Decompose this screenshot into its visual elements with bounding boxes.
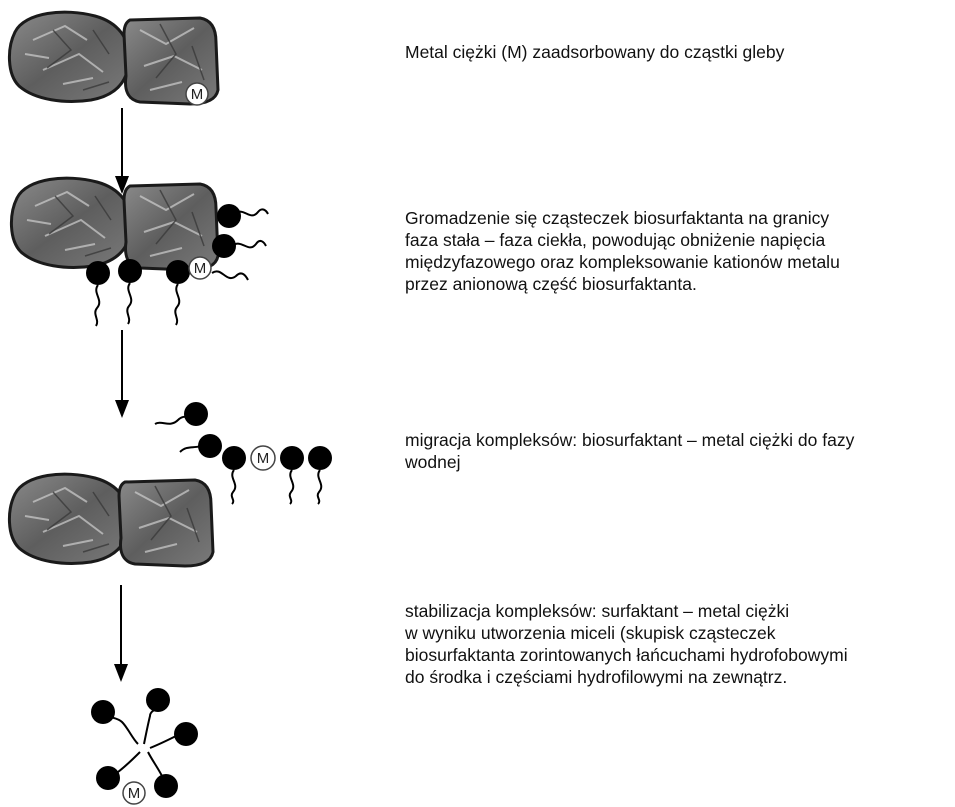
surfactant-head <box>184 402 208 426</box>
metal-label: M <box>257 450 270 467</box>
surfactant-head <box>146 688 170 712</box>
step-text-line: stabilizacja kompleksów: surfaktant – me… <box>405 600 950 622</box>
metal-ion-1: M <box>186 83 208 105</box>
arrow-down-2 <box>115 330 129 418</box>
metal-label: M <box>194 260 207 277</box>
step-text-line: Gromadzenie się cząsteczek biosurfaktant… <box>405 207 950 229</box>
soil-particle-2 <box>11 178 218 270</box>
step-text-line: w wyniku utworzenia miceli (skupisk cząs… <box>405 622 950 644</box>
metal-label: M <box>128 785 141 802</box>
step-text-line: migracja kompleksów: biosurfaktant – met… <box>405 429 950 451</box>
surfactant-head <box>86 261 110 285</box>
step-text-line: biosurfaktanta zorintowanych łańcuchami … <box>405 644 950 666</box>
metal-label: M <box>191 86 204 103</box>
surfactant-head <box>91 700 115 724</box>
surfactant-head <box>280 446 304 470</box>
metal-ion-3: M <box>251 446 275 470</box>
step-text-line: wodnej <box>405 451 950 473</box>
step-text-line: międzyfazowego oraz kompleksowanie katio… <box>405 251 950 273</box>
surfactant-head <box>174 722 198 746</box>
surfactant-head <box>222 446 246 470</box>
step-text-line: przez anionową część biosurfaktanta. <box>405 273 950 295</box>
step-description-2: Gromadzenie się cząsteczek biosurfaktant… <box>405 207 950 295</box>
step-text-line: do środka i częściami hydrofilowymi na z… <box>405 666 950 688</box>
arrow-down-1 <box>115 108 129 194</box>
step-text-line: faza stała – faza ciekła, powodując obni… <box>405 229 950 251</box>
step-description-4: stabilizacja kompleksów: surfaktant – me… <box>405 600 950 688</box>
surfactant-head <box>212 234 236 258</box>
step-text-line: Metal ciężki (M) zaadsorbowany do cząstk… <box>405 41 950 63</box>
metal-ion-2: M <box>189 257 211 279</box>
surfactant-head <box>217 204 241 228</box>
surfactant-head <box>166 260 190 284</box>
soil-particle-3 <box>9 474 213 566</box>
step-description-3: migracja kompleksów: biosurfaktant – met… <box>405 429 950 473</box>
step-description-1: Metal ciężki (M) zaadsorbowany do cząstk… <box>405 41 950 63</box>
arrow-down-3 <box>114 585 128 682</box>
surfactant-head <box>118 259 142 283</box>
surfactant-head <box>308 446 332 470</box>
surfactant-head <box>198 434 222 458</box>
surfactant-head <box>96 766 120 790</box>
micelle-4 <box>91 688 198 798</box>
metal-ion-4: M <box>123 782 145 804</box>
surfactant-head <box>154 774 178 798</box>
